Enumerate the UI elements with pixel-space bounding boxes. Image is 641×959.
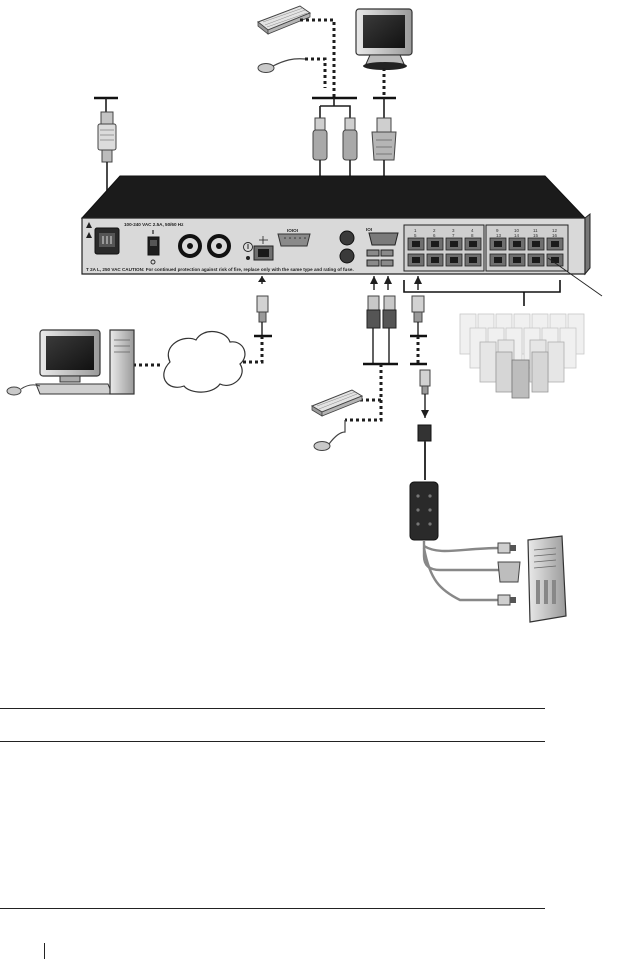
keyboard-icon bbox=[257, 5, 312, 35]
server-rack-icon bbox=[459, 313, 585, 399]
port-number: 15 bbox=[533, 233, 539, 238]
page-footer-mark bbox=[44, 943, 45, 959]
monitor-icon bbox=[355, 8, 413, 70]
port-number: 11 bbox=[533, 228, 538, 233]
port-number: 9 bbox=[496, 228, 499, 233]
port-number: 16 bbox=[552, 233, 558, 238]
table-top-rule bbox=[0, 708, 545, 709]
port-number: 2 bbox=[433, 228, 436, 233]
network-cloud-icon bbox=[163, 331, 246, 393]
table-header-rule bbox=[0, 741, 545, 742]
target-bracket bbox=[403, 280, 561, 306]
serial-port[interactable]: IOIOI bbox=[277, 228, 311, 247]
usb-port[interactable] bbox=[366, 249, 394, 267]
vga-port[interactable]: IOI bbox=[366, 227, 399, 246]
svg-text:IOI: IOI bbox=[366, 227, 372, 232]
port-number: 4 bbox=[471, 228, 474, 233]
serial-port-label: IOIOI bbox=[287, 228, 298, 233]
port-number: 8 bbox=[471, 233, 474, 238]
power-switch[interactable] bbox=[147, 230, 160, 265]
power-rating-label: 100-240 VAC 2.5A, 50/60 Hz bbox=[124, 222, 184, 227]
rj45-connector-icon bbox=[410, 276, 431, 418]
ps2-port[interactable] bbox=[339, 230, 355, 264]
port-number: 7 bbox=[452, 233, 455, 238]
local-keyboard-icon bbox=[310, 389, 364, 417]
rj45-port-bank-2 bbox=[485, 224, 569, 272]
fan-vent bbox=[178, 234, 231, 258]
port-number: 3 bbox=[452, 228, 455, 233]
callout-leader bbox=[547, 257, 603, 297]
port-number: 12 bbox=[552, 228, 558, 233]
power-inlet bbox=[86, 222, 120, 255]
port-numbers: 1 2 3 4 9 10 11 12 5 6 7 8 13 14 15 16 bbox=[414, 228, 558, 238]
port-number: 14 bbox=[514, 233, 520, 238]
kvm-dongle-icon bbox=[409, 424, 521, 606]
network-port-cable bbox=[238, 276, 272, 364]
rj45-port-bank-1 bbox=[403, 224, 485, 272]
local-mouse-icon bbox=[313, 420, 346, 451]
desktop-pc-icon bbox=[6, 329, 135, 396]
table-bottom-rule bbox=[0, 908, 545, 909]
fuse-caution-label: T 2A L, 250 VAC CAUTION: For continued p… bbox=[86, 267, 354, 272]
usb-connector-icon bbox=[345, 276, 398, 422]
mouse-icon bbox=[257, 58, 306, 73]
tower-server-icon bbox=[527, 535, 567, 623]
warning-symbol-icon bbox=[243, 242, 253, 260]
port-number: 6 bbox=[433, 233, 436, 238]
port-number: 1 bbox=[414, 228, 417, 233]
port-number: 5 bbox=[414, 233, 417, 238]
port-number: 10 bbox=[514, 228, 520, 233]
port-number: 13 bbox=[496, 233, 502, 238]
keyboard-mouse-cable bbox=[300, 18, 336, 97]
network-port[interactable] bbox=[253, 236, 274, 261]
